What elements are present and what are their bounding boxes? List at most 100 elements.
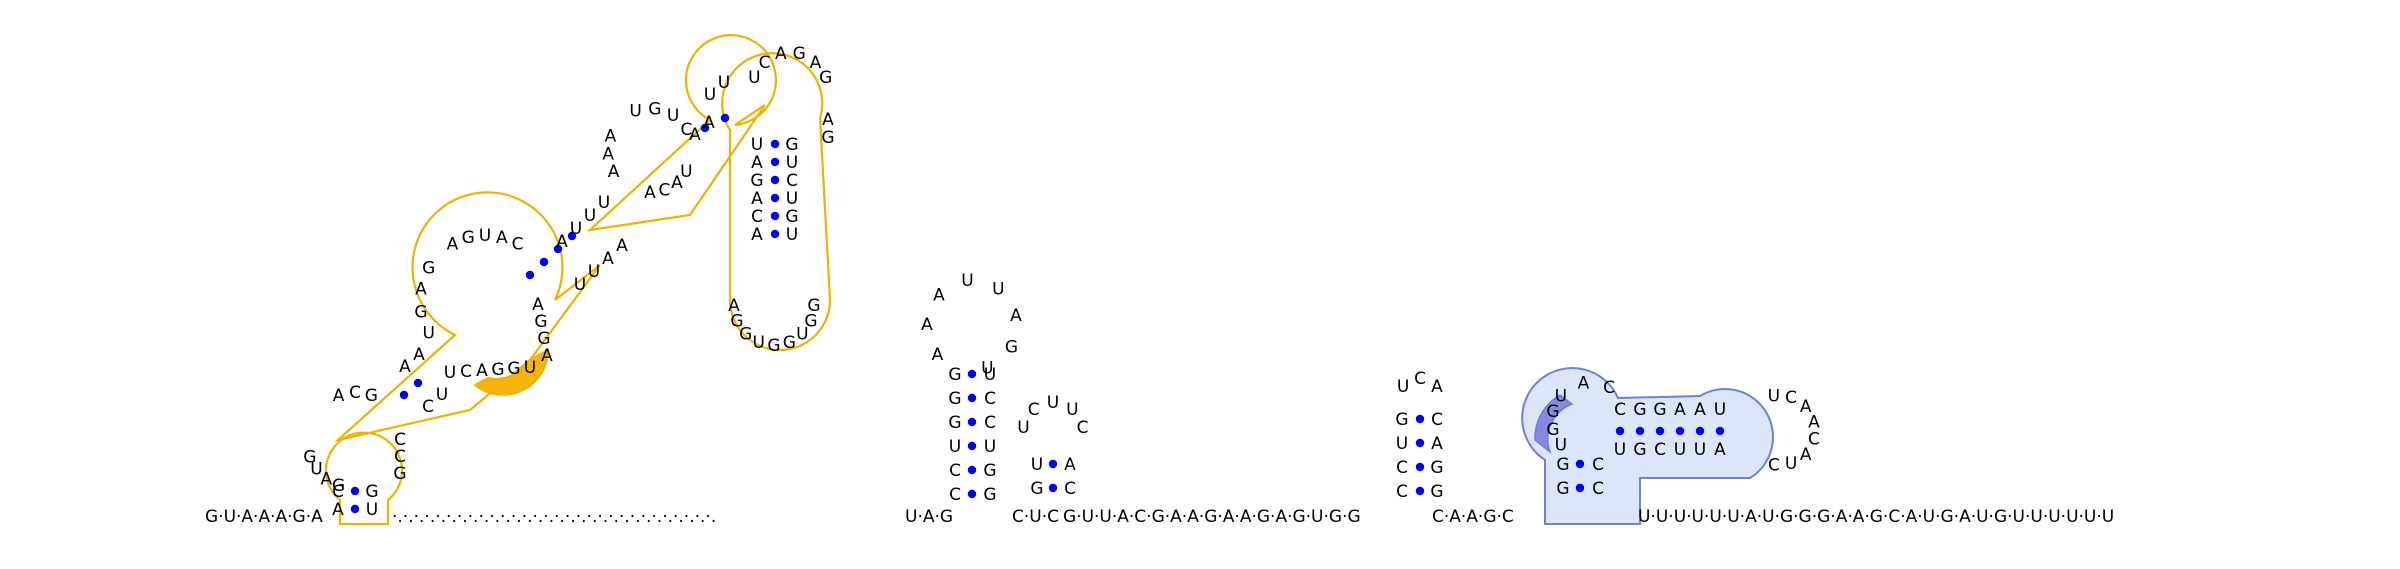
d-long-pair-dot-2	[1655, 426, 1665, 436]
a-stem3-pair-dot-1	[539, 257, 549, 267]
d-long-top-nt-0: C	[1614, 400, 1626, 420]
d-loop-left-nt-0: U	[1555, 387, 1567, 407]
a-loop2-bottom-nt-5: U	[524, 358, 536, 378]
d-long-top-nt-5: U	[1714, 400, 1726, 420]
a-stem3-pair-dot-2	[553, 244, 563, 254]
d-long-bottom-nt-0: U	[1614, 440, 1626, 460]
baseline-sequence: G·U·A·A·A·G·A ·.·.·.·.·.·.·.·.·.·.·.·.·.…	[205, 507, 2114, 527]
d-hairpin-loop-nt-6: U	[1785, 454, 1797, 474]
b-small-loop-nt-2: U	[1047, 393, 1059, 413]
a-loop1-top-nt-2: G	[365, 386, 378, 406]
a-hairpin-stem-right-nt-4: G	[785, 207, 798, 227]
a-hairpin-stem-pair-dot-1	[770, 157, 780, 167]
a-loop1-top-nt-1: C	[349, 383, 361, 403]
a-loop2-top-nt-0: A	[447, 235, 459, 255]
left-tail: G·U·A·A·A·G·A	[205, 507, 323, 527]
d-hairpin-loop-nt-3: A	[1808, 412, 1820, 432]
a-loop3-left-nt-0: A	[605, 127, 617, 147]
b-stem-right-nt-0: U	[984, 365, 996, 385]
a-hairpin-stem-pair-dot-3	[770, 193, 780, 203]
b-small-loop-nt-0: U	[1017, 418, 1029, 438]
a-hairpin-top-nt-5: G	[819, 68, 832, 88]
a-loop2-right-nt-1: G	[534, 312, 547, 332]
d-hairpin-loop-nt-0: U	[1768, 387, 1780, 407]
b-small-loop-nt-1: C	[1028, 400, 1040, 420]
b-loop-nt-3: U	[961, 271, 973, 291]
a-hairpin-stem-left-nt-5: A	[751, 225, 763, 245]
c-stem-pair-dot-3	[1415, 486, 1425, 496]
d-long-top-nt-2: G	[1653, 400, 1666, 420]
b-loop-nt-7: U	[981, 358, 993, 378]
a-loop3-right-nt-2: C	[658, 181, 670, 201]
b-loop-nt-6: G	[1005, 338, 1018, 358]
a-loop2-right-nt-0: A	[532, 295, 544, 315]
a-hairpin-right-nt-0: A	[822, 110, 834, 130]
a-loop3-left-nt-1: A	[602, 145, 614, 165]
c-stem-left-nt-2: C	[1396, 458, 1408, 478]
a-loop2-right-nt-3: A	[541, 346, 553, 366]
d-long-pair-dot-4	[1695, 426, 1705, 436]
c-stem-pair-dot-2	[1415, 462, 1425, 472]
a-hairpin-stem-pair-dot-0	[770, 139, 780, 149]
d-loop-top-left-nt-1: C	[1603, 378, 1615, 398]
d-hairpin-loop-nt-4: C	[1808, 430, 1820, 450]
a-hairpin-right-nt-1: G	[821, 128, 834, 148]
a-stem4-left-nt-0: U	[704, 85, 716, 105]
a-stem2-extra-nt-0: C	[394, 430, 406, 450]
d-long-bottom-nt-2: C	[1654, 440, 1666, 460]
a-hairpin-stem-left-nt-2: G	[750, 171, 763, 191]
a-loop2-top-nt-4: C	[512, 235, 524, 255]
structure-d-highlight	[1521, 367, 1775, 525]
d-long-top-nt-1: G	[1633, 400, 1646, 420]
a-loop3-top-nt-2: U	[667, 106, 679, 126]
a-hairpin-loop-nt-5: G	[783, 333, 796, 353]
a-stem4-left-nt-1: U	[718, 73, 730, 93]
a-outer-pair-dot-0	[350, 486, 360, 496]
d-hairpin-loop-nt-2: A	[1800, 397, 1812, 417]
a-loop2-left-nt-1: A	[415, 280, 427, 300]
a-stem3-right-nt-0: U	[574, 275, 586, 295]
a-hairpin-stem-pair-dot-4	[770, 211, 780, 221]
a-hairpin-stem-right-nt-0: G	[785, 135, 798, 155]
dot-run: ·.·.·.·.·.·.·.·.·.·.·.·.·.·.·.·.·.·.·.·.…	[392, 507, 716, 527]
c-stem-right-nt-1: A	[1431, 434, 1443, 454]
d-loop-top-left-nt-0: A	[1578, 374, 1590, 394]
d-stem-pair-dot-0	[1575, 459, 1585, 469]
a-stem3-right-nt-3: A	[616, 236, 628, 256]
a-outer-right-nt-0: G	[365, 482, 378, 502]
c-loop-nt-0: U	[1397, 377, 1409, 397]
d-long-pair-dot-3	[1675, 426, 1685, 436]
a-stem2-extra-nt-2: G	[393, 464, 406, 484]
a-hairpin-loop-nt-1: G	[730, 311, 743, 331]
a-stem3-left-nt-0: A	[556, 232, 568, 252]
c-stem-right-nt-2: G	[1430, 458, 1443, 478]
b-stem-left-nt-0: G	[948, 365, 961, 385]
b-stem-right-nt-1: C	[984, 389, 996, 409]
a-loop2-bottom-nt-3: G	[491, 360, 504, 380]
d-loop-left-nt-1: G	[1546, 402, 1559, 422]
d-long-bottom-nt-4: U	[1694, 440, 1706, 460]
a-hairpin-loop-nt-6: U	[796, 324, 808, 344]
a-hairpin-loop-nt-2: G	[739, 324, 752, 344]
mid-c: G·U·U·A·C·G·A·A·G·A·A·G·A·G·U·G·G	[1063, 507, 1361, 527]
c-stem-left-nt-0: G	[1395, 410, 1408, 430]
a-loop2-top-nt-1: G	[462, 228, 475, 248]
b-loop-nt-2: A	[933, 285, 945, 305]
a-stem2-right-nt-1: U	[436, 385, 448, 405]
a-loop1-left-nt-3: G	[332, 476, 345, 496]
a-hairpin-loop-nt-4: G	[767, 336, 780, 356]
d-stem-right-nt-1: C	[1592, 479, 1604, 499]
a-hairpin-stem-pair-dot-2	[770, 175, 780, 185]
b-stem-left-nt-4: C	[949, 461, 961, 481]
a-loop2-left-nt-2: G	[414, 302, 427, 322]
a-stem3-left-nt-1: U	[570, 219, 582, 239]
b-small-loop-nt-3: U	[1066, 400, 1078, 420]
a-loop2-bottom-nt-0: U	[444, 363, 456, 383]
mid-b: C·U·C	[1012, 507, 1059, 527]
base-pair-dots	[350, 113, 1725, 514]
mid-a: U·A·G	[905, 507, 953, 527]
d-loop-left-nt-3: U	[1555, 435, 1567, 455]
a-hairpin-stem-right-nt-1: U	[786, 153, 798, 173]
b-small-left-nt-1: G	[1030, 479, 1043, 499]
b-stem-left-nt-2: G	[948, 413, 961, 433]
